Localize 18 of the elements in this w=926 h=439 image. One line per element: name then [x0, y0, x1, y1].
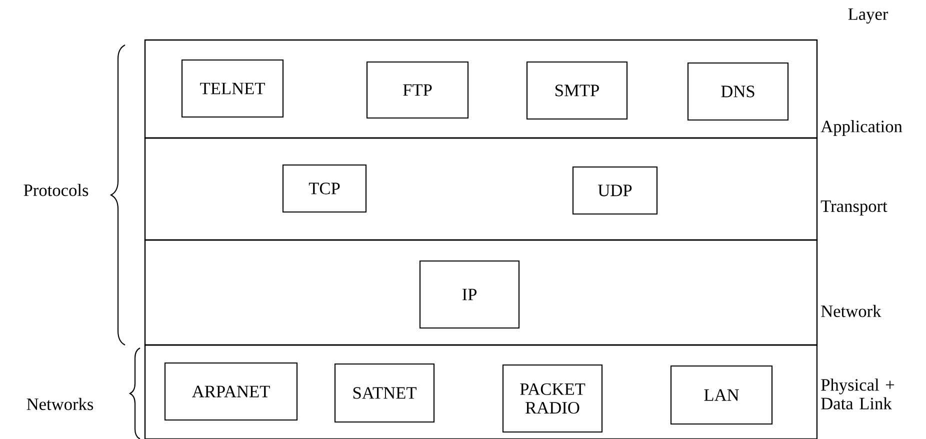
- side-label: Networks: [26, 398, 94, 410]
- protocol-box: IP: [419, 260, 520, 329]
- protocol-box: FTP: [366, 61, 469, 119]
- protocol-box: TCP: [282, 164, 367, 213]
- protocol-box: LAN: [670, 365, 773, 425]
- protocol-box: UDP: [572, 166, 658, 215]
- protocol-box: DNS: [687, 62, 789, 121]
- node-label: Network: [821, 304, 882, 318]
- protocol-box: ARPANET: [164, 362, 298, 421]
- protocol-box: SATNET: [334, 363, 435, 423]
- side-label: Protocols: [24, 184, 88, 196]
- side-label: Layer: [848, 8, 888, 24]
- protocol-box: SMTP: [526, 61, 628, 120]
- node-label: Application: [820, 120, 902, 136]
- protocol-box: PACKET RADIO: [502, 364, 603, 433]
- node-label: Physical + Data Link: [821, 378, 894, 410]
- protocol-box: TELNET: [181, 59, 284, 118]
- node-label: Transport: [820, 200, 888, 216]
